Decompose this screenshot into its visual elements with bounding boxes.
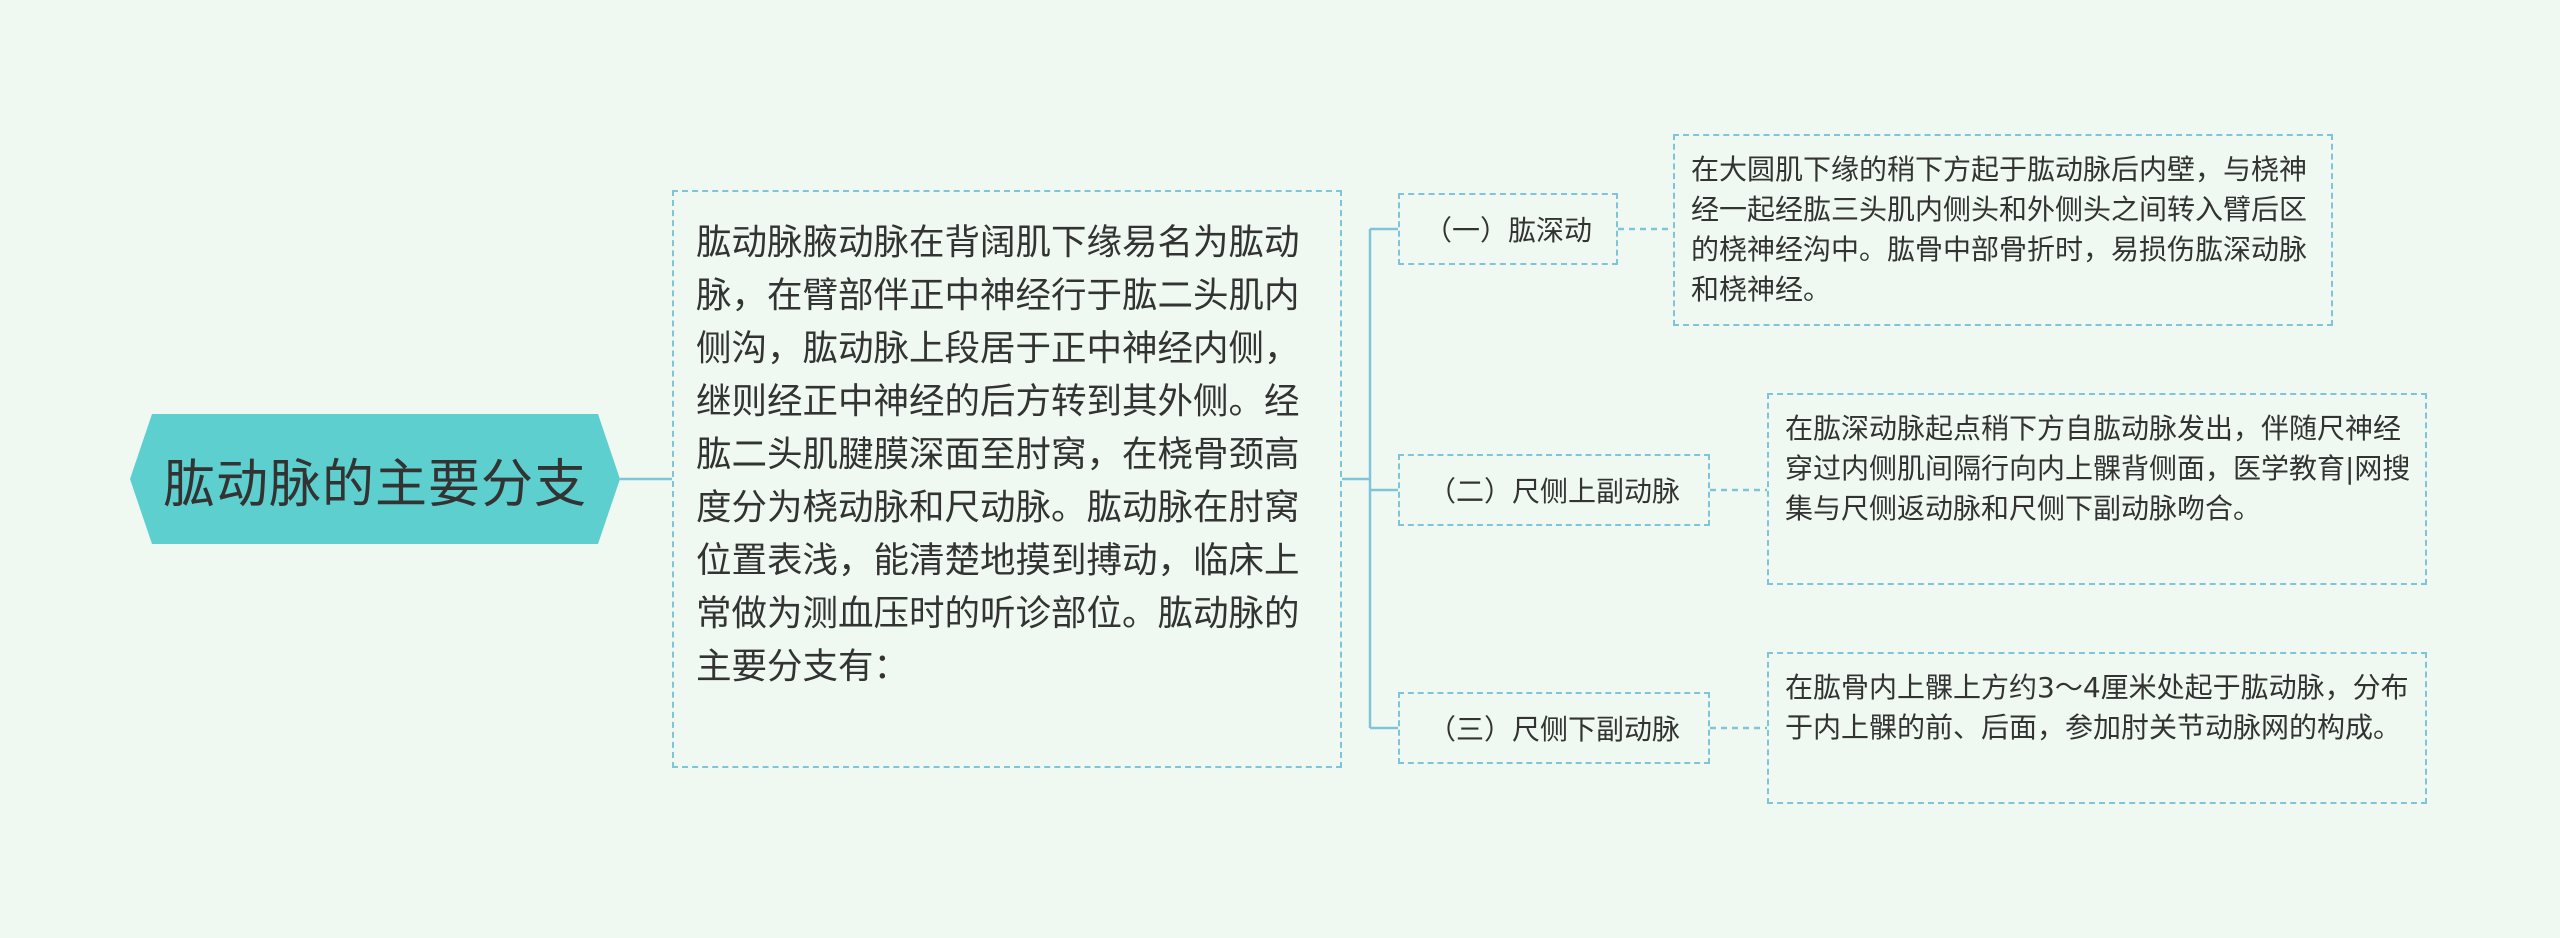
detail-node-2[interactable]: 在肱深动脉起点稍下方自肱动脉发出，伴随尺神经穿过内侧肌间隔行向内上髁背侧面，医学… (1767, 393, 2427, 585)
root-hexagon-shape (130, 414, 620, 544)
detail-node-1[interactable]: 在大圆肌下缘的稍下方起于肱动脉后内壁，与桡神经一起经肱三头肌内侧头和外侧头之间转… (1673, 134, 2333, 326)
branch-2-label: （二）尺侧上副动脉 (1427, 475, 1680, 508)
detail-3-text: 在肱骨内上髁上方约3～4厘米处起于肱动脉，分布于内上髁的前、后面，参加肘关节动脉… (1785, 671, 2409, 744)
detail-1-text: 在大圆肌下缘的稍下方起于肱动脉后内壁，与桡神经一起经肱三头肌内侧头和外侧头之间转… (1691, 153, 2308, 306)
description-node[interactable]: 肱动脉腋动脉在背阔肌下缘易名为肱动脉，在臂部伴正中神经行于肱二头肌内侧沟，肱动脉… (672, 190, 1342, 768)
branch-1-label: （一）肱深动 (1423, 214, 1592, 247)
branch-node-2[interactable]: （二）尺侧上副动脉 (1398, 454, 1710, 526)
branch-node-1[interactable]: （一）肱深动 (1398, 193, 1618, 265)
root-node-label: 肱动脉的主要分支 (162, 454, 587, 515)
detail-node-3[interactable]: 在肱骨内上髁上方约3～4厘米处起于肱动脉，分布于内上髁的前、后面，参加肘关节动脉… (1767, 652, 2427, 804)
description-text: 肱动脉腋动脉在背阔肌下缘易名为肱动脉，在臂部伴正中神经行于肱二头肌内侧沟，肱动脉… (696, 222, 1300, 687)
root-node[interactable]: 肱动脉的主要分支 (130, 414, 620, 544)
detail-2-text: 在肱深动脉起点稍下方自肱动脉发出，伴随尺神经穿过内侧肌间隔行向内上髁背侧面，医学… (1785, 412, 2411, 525)
connector-description-trunk (1342, 229, 1372, 728)
branch-3-label: （三）尺侧下副动脉 (1427, 713, 1680, 746)
branch-node-3[interactable]: （三）尺侧下副动脉 (1398, 692, 1710, 764)
